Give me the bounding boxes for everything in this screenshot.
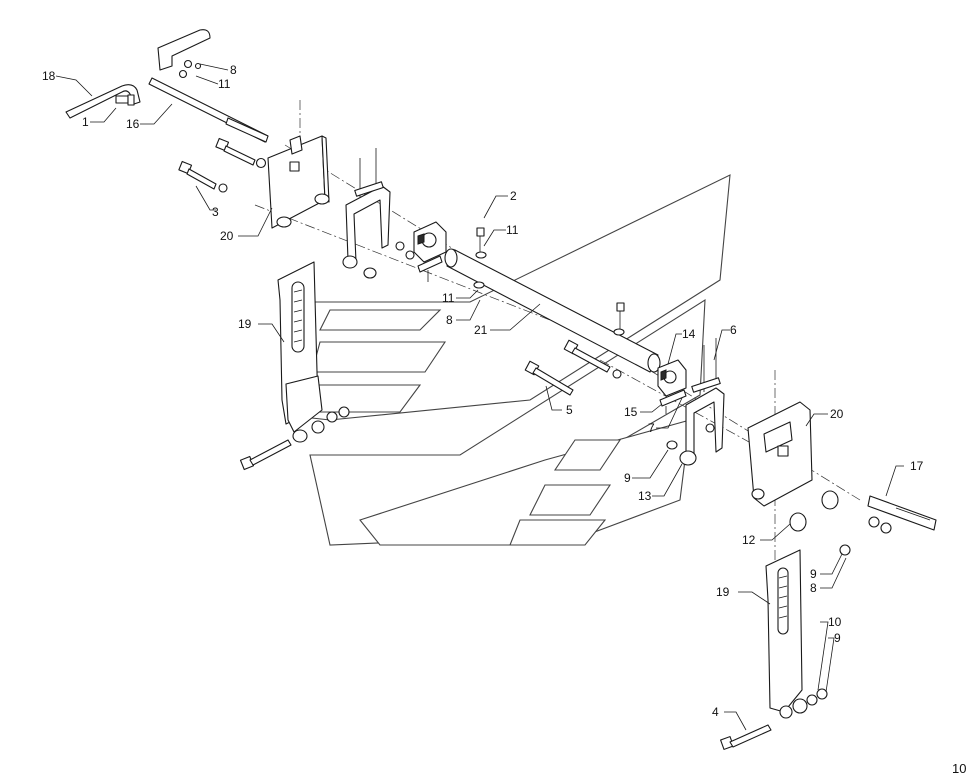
callout-12: 12: [742, 533, 756, 547]
callout-14: 14: [682, 327, 696, 341]
main-tube-21: [444, 248, 661, 373]
mounting-plate-20-right: [747, 401, 892, 556]
upper-clip-bracket: [157, 29, 211, 79]
callout-20b: 20: [830, 407, 844, 421]
callout-9c: 9: [834, 631, 841, 645]
hanger-19-left: [277, 261, 350, 443]
callout-11c: 11: [442, 291, 455, 305]
u-bracket-left: [342, 148, 405, 279]
slotted-link-17: [867, 495, 937, 531]
pin-1: [115, 94, 135, 106]
callout-8c: 8: [810, 581, 817, 595]
sheet-number: 10: [952, 761, 966, 775]
mounting-plate-20-left: [267, 135, 330, 229]
callout-9a: 9: [624, 471, 631, 485]
bolt-middle: [563, 302, 625, 379]
callout-11a: 11: [218, 77, 231, 91]
callout-4: 4: [712, 705, 719, 719]
leader-lines: [55, 63, 904, 731]
callout-11b: 11: [506, 223, 519, 237]
callout-1: 1: [82, 115, 89, 129]
callout-17: 17: [910, 459, 924, 473]
callout-8a: 8: [230, 63, 237, 77]
callout-16: 16: [126, 117, 140, 131]
callout-21: 21: [474, 323, 488, 337]
callout-7: 7: [648, 421, 655, 435]
clamp-block-right: [657, 359, 687, 414]
bolt-5: [524, 360, 574, 396]
hanger-19-right: [765, 549, 828, 719]
callout-6: 6: [730, 323, 737, 337]
u-bracket-right: [666, 338, 725, 466]
callout-18: 18: [42, 69, 56, 83]
bolt-2: [473, 227, 487, 289]
callout-2: 2: [510, 189, 517, 203]
callout-19a: 19: [238, 317, 252, 331]
callout-10: 10: [828, 615, 842, 629]
bolt-4: [720, 724, 772, 750]
bolt-3: [178, 160, 228, 193]
callout-8b: 8: [446, 313, 453, 327]
callout-9b: 9: [810, 567, 817, 581]
callout-19b: 19: [716, 585, 730, 599]
callout-13: 13: [638, 489, 652, 503]
callout-3: 3: [212, 205, 219, 219]
callout-20a: 20: [220, 229, 234, 243]
bolt-lower-left: [239, 439, 292, 471]
callout-15: 15: [624, 405, 638, 419]
adjusting-rod-16: [148, 77, 269, 143]
callout-5: 5: [566, 403, 573, 417]
bolt-upper: [215, 137, 267, 169]
clamp-block: [405, 221, 447, 282]
callout-labels: 18 1 16 8 11 3 20 2 11 11 8 21 19 14 6 5…: [42, 63, 924, 719]
